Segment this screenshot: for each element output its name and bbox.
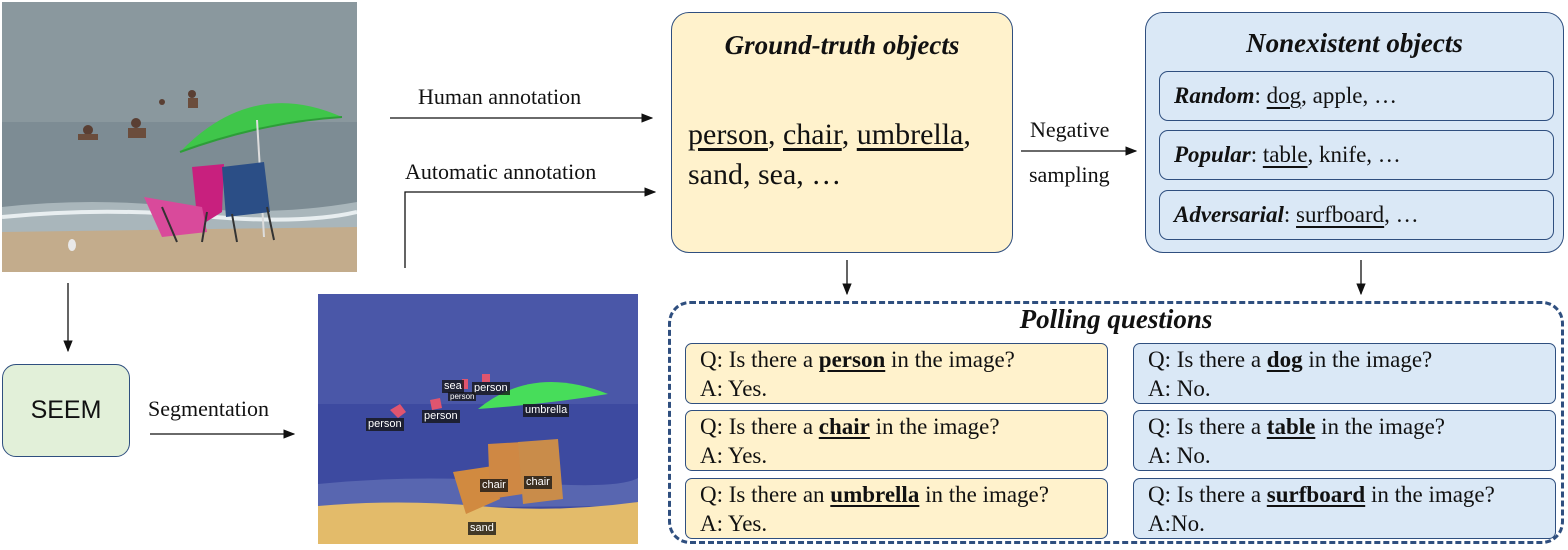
question-suffix: in the image? xyxy=(1365,482,1495,507)
question-keyword: table xyxy=(1266,414,1316,439)
answer-text: A:No. xyxy=(1148,511,1205,536)
gt-object: chair xyxy=(782,118,842,151)
segmentation-image: sea person person person person umbrella… xyxy=(318,294,638,544)
gt-object: umbrella xyxy=(856,118,964,151)
question-suffix: in the image? xyxy=(1302,347,1433,372)
answer-text: A: No. xyxy=(1148,443,1211,468)
automatic-annotation-arrow xyxy=(404,187,657,268)
tag-umbrella: umbrella xyxy=(523,404,570,417)
strategy-name: Popular xyxy=(1174,142,1251,167)
question-card: Q: Is there a person in the image? A: Ye… xyxy=(685,343,1108,404)
question-keyword: dog xyxy=(1266,347,1303,372)
ne-object: table xyxy=(1262,142,1308,167)
polling-title: Polling questions xyxy=(1019,304,1213,334)
question-keyword: person xyxy=(818,347,886,372)
question-card: Q: Is there a table in the image? A: No. xyxy=(1133,410,1556,471)
question-prefix: Q: Is there a xyxy=(700,414,819,439)
tag-chair: chair xyxy=(524,476,552,489)
question-suffix: in the image? xyxy=(919,482,1049,507)
question-card: Q: Is there an umbrella in the image? A:… xyxy=(685,478,1108,539)
question-keyword: surfboard xyxy=(1266,482,1366,507)
ne-object: surfboard xyxy=(1296,202,1385,227)
tag-person: person xyxy=(448,392,477,401)
question-card: Q: Is there a chair in the image? A: Yes… xyxy=(685,410,1108,471)
question-keyword: chair xyxy=(818,414,870,439)
ne-item-adversarial: Adversarial: surfboard, … xyxy=(1159,190,1554,240)
ne-object: dog xyxy=(1266,83,1302,108)
answer-text: A: No. xyxy=(1148,376,1211,401)
automatic-annotation-label: Automatic annotation xyxy=(405,159,597,184)
question-prefix: Q: Is there a xyxy=(1148,347,1267,372)
tag-person: person xyxy=(472,382,510,395)
gt-object: person xyxy=(688,118,768,151)
tag-sand: sand xyxy=(468,522,496,535)
beach-photo xyxy=(2,2,357,272)
answer-text: A: Yes. xyxy=(700,376,768,401)
ne-rest: , … xyxy=(1384,202,1419,227)
ground-truth-box xyxy=(671,12,1013,253)
sampling-label: sampling xyxy=(1029,162,1110,187)
question-suffix: in the image? xyxy=(885,347,1015,372)
nonexistent-title: Nonexistent objects xyxy=(1246,28,1463,58)
polling-questions-box xyxy=(668,301,1564,544)
ground-truth-title: Ground-truth objects xyxy=(724,30,960,60)
question-suffix: in the image? xyxy=(869,414,1000,439)
negative-label: Negative xyxy=(1030,117,1110,142)
ne-item-random: Random: dog, apple, … xyxy=(1159,71,1554,121)
question-suffix: in the image? xyxy=(1315,414,1446,439)
ground-truth-list: person, chair, umbrella, sand, sea, … xyxy=(688,118,971,191)
question-card: Q: Is there a surfboard in the image? A:… xyxy=(1133,478,1556,539)
tag-sea: sea xyxy=(442,380,464,393)
ne-item-popular: Popular: table, knife, … xyxy=(1159,130,1554,180)
gt-other-objects: sand, sea, … xyxy=(688,158,842,191)
question-prefix: Q: Is there a xyxy=(1148,482,1267,507)
answer-text: A: Yes. xyxy=(700,511,768,536)
tag-person: person xyxy=(366,418,404,431)
question-prefix: Q: Is there a xyxy=(1148,414,1267,439)
question-prefix: Q: Is there a xyxy=(700,347,819,372)
human-annotation-label: Human annotation xyxy=(418,84,582,109)
segmentation-label: Segmentation xyxy=(148,396,269,421)
seem-box: SEEM xyxy=(2,364,130,457)
seem-label: SEEM xyxy=(30,396,102,424)
ne-rest: , knife, … xyxy=(1307,142,1401,167)
strategy-name: Random xyxy=(1174,83,1255,108)
answer-text: A: Yes. xyxy=(700,443,768,468)
question-prefix: Q: Is there an xyxy=(700,482,831,507)
question-keyword: umbrella xyxy=(830,482,920,507)
strategy-name: Adversarial xyxy=(1174,202,1284,227)
tag-chair: chair xyxy=(480,479,508,492)
tag-person: person xyxy=(422,410,460,423)
ne-rest: , apple, … xyxy=(1301,83,1397,108)
question-card: Q: Is there a dog in the image? A: No. xyxy=(1133,343,1556,404)
